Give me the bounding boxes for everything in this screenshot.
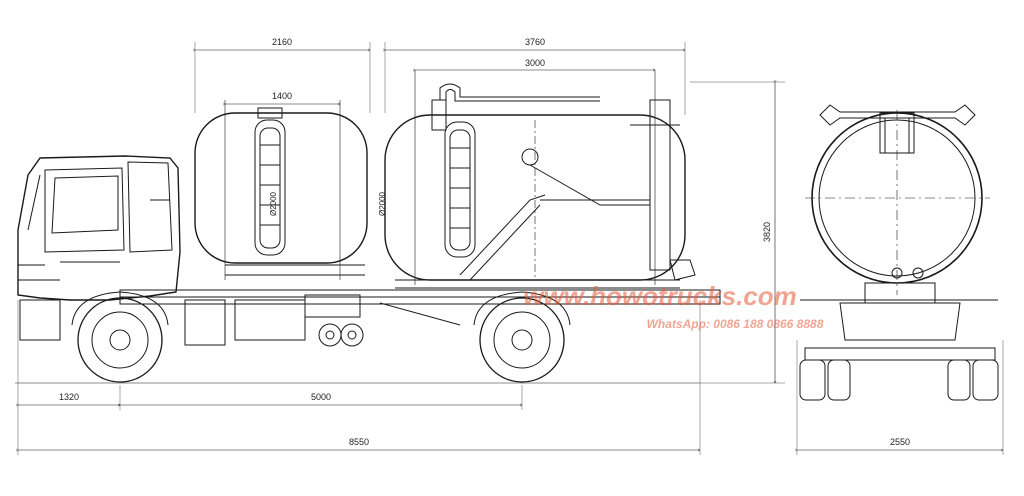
- dim-1320: 1320: [59, 392, 79, 402]
- dim-rear-diameter: Ø2000: [378, 191, 387, 216]
- side-view: [15, 42, 785, 455]
- dim-3000: 3000: [525, 58, 545, 68]
- dim-5000: 5000: [311, 392, 331, 402]
- dim-8550: 8550: [349, 437, 369, 447]
- front-tank: [194, 100, 368, 280]
- dim-3820: 3820: [762, 222, 772, 242]
- dim-1400: 1400: [272, 91, 292, 101]
- front-wheel: [71, 291, 169, 383]
- rear-tank: [384, 70, 696, 289]
- watermark: www.howotrucks.com WhatsApp: 0086 188 08…: [523, 281, 823, 331]
- dimension-lines: [18, 50, 1003, 450]
- dim-front-diameter: Ø2000: [269, 191, 278, 216]
- dim-3760: 3760: [525, 37, 545, 47]
- watermark-site: www.howotrucks.com: [523, 281, 797, 311]
- small-wheels: [318, 323, 364, 347]
- watermark-whatsapp: WhatsApp: 0086 188 0866 8888: [647, 317, 824, 331]
- dim-2160: 2160: [272, 37, 292, 47]
- rear-view: [796, 104, 1004, 455]
- dimension-labels: 2160 1400 3760 3000 Ø2000 Ø2000 1320 500…: [59, 37, 910, 447]
- dim-2550: 2550: [890, 437, 910, 447]
- chassis-frame: [119, 289, 721, 346]
- truck-cab: [17, 155, 181, 341]
- rear-wheel: [473, 291, 571, 383]
